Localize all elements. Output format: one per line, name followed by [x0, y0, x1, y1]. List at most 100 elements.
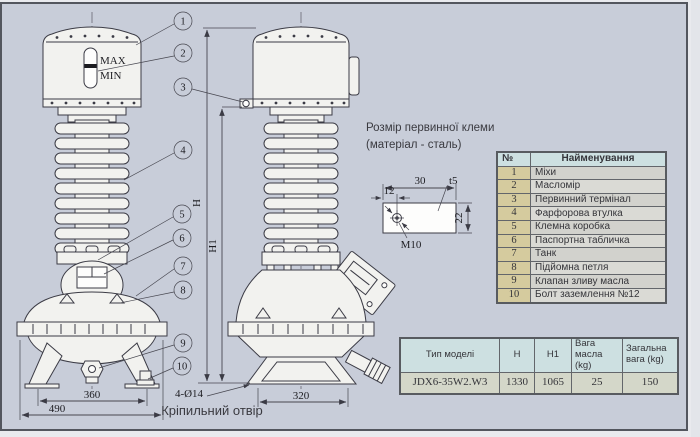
clamp-note-line1: Розмір первинної клеми [366, 122, 494, 134]
bellows-housing [252, 26, 350, 108]
clamp-thread-label: M10 [401, 239, 422, 251]
col-header-oil-weight: Вага масла (kg) [571, 337, 623, 373]
col-header-num: № [496, 151, 531, 167]
clamp-note-line2: (матеріал - сталь) [366, 139, 462, 151]
primary-terminal [239, 98, 254, 109]
svg-text:2: 2 [180, 49, 185, 60]
oil-gauge: MAX MIN [83, 47, 126, 89]
bolt-dots-top [55, 34, 129, 39]
dim-H1-label: H1 [207, 239, 219, 252]
part-num: 3 [496, 192, 531, 208]
mount-holes-label: 4-Ø14 [175, 388, 204, 400]
col-header-h: H [499, 337, 535, 373]
lifting-loop [255, 307, 271, 319]
table-row: JDX6-35W2.W3 1330 1065 25 150 [399, 371, 679, 395]
part-num: 10 [496, 287, 531, 304]
part-num: 9 [496, 274, 531, 289]
h1-value: 1065 [534, 371, 572, 395]
tank [16, 291, 168, 389]
callout-8: 8 [173, 280, 193, 300]
part-name: Масломір [530, 179, 667, 194]
part-name: Танк [530, 247, 667, 262]
front-view: MAX MIN [16, 12, 168, 393]
clamp-width-label: 30 [415, 175, 427, 187]
part-name: Фарфорова втулка [530, 206, 667, 221]
part-name: Міхи [530, 165, 667, 181]
bolt-dots-bottom [50, 101, 136, 105]
dim-320-label: 320 [293, 390, 310, 402]
insulator-flange [56, 245, 128, 265]
dim-360-label: 360 [84, 389, 101, 401]
part-name: Первинний термінал [530, 192, 667, 208]
base-skirt [246, 356, 358, 385]
h-value: 1330 [499, 371, 535, 395]
clamp-thickness-label: t5 [449, 175, 458, 187]
total-weight-value: 150 [622, 371, 679, 395]
svg-text:7: 7 [180, 262, 185, 273]
svg-text:4: 4 [180, 146, 186, 157]
clamp-detail: Розмір первинної клеми (матеріал - сталь… [366, 122, 494, 251]
col-header-model: Тип моделі [399, 337, 500, 373]
bolt-dots [260, 34, 346, 105]
part-num: 6 [496, 233, 531, 249]
callouts: 1 2 3 4 5 6 7 8 9 10 [97, 11, 244, 380]
page-edge-strip [691, 0, 700, 437]
svg-text:5: 5 [179, 210, 184, 221]
parts-table-header: № Найменування [496, 151, 667, 167]
svg-text:8: 8 [180, 286, 185, 297]
side-view [227, 12, 396, 393]
porcelain-insulator [54, 119, 130, 261]
part-num: 2 [496, 179, 531, 194]
col-header-total-weight: Загальна вага (kg) [622, 337, 679, 373]
callout-5: 5 [172, 204, 192, 224]
callout-6: 6 [172, 228, 192, 248]
model-type-value: JDX6-35W2.W3 [399, 371, 500, 395]
housing-side-tab [348, 56, 360, 96]
dim-490-label: 490 [49, 403, 66, 415]
lifting-loop-left [58, 293, 76, 304]
drain-valve [344, 349, 391, 385]
part-name: Паспортна табличка [530, 233, 667, 249]
mount-hole-caption: Кріпильний отвір [161, 403, 263, 418]
svg-text:6: 6 [179, 234, 184, 245]
porcelain-insulator [263, 119, 339, 261]
clamp-offset-label: 12 [384, 185, 395, 197]
part-num: 8 [496, 260, 531, 276]
lifting-loop-right [108, 293, 126, 304]
part-name: Болт заземлення №12 [530, 287, 667, 304]
callout-9: 9 [173, 333, 193, 353]
model-table-header: Тип моделі H H1 Вага масла (kg) Загальна… [399, 337, 679, 373]
gauge-min-label: MIN [100, 70, 121, 82]
dimension-lines: H H1 360 490 320 4-Ø14 Кріпильний отвір [19, 27, 349, 420]
clamp-height-label: 22 [453, 213, 465, 224]
gauge-max-label: MAX [100, 55, 126, 67]
part-num: 5 [496, 219, 531, 235]
callout-10: 10 [172, 356, 192, 376]
foot-left [24, 383, 60, 389]
svg-text:9: 9 [180, 339, 185, 350]
lifting-loop [331, 307, 347, 319]
part-num: 1 [496, 165, 531, 181]
svg-text:3: 3 [180, 83, 185, 94]
part-name: Клапан зливу масла [530, 274, 667, 289]
grounding-bolt [136, 370, 155, 386]
nameplate [76, 266, 108, 289]
callout-1: 1 [173, 11, 193, 31]
model-spec-table: Тип моделі H H1 Вага масла (kg) Загальна… [399, 337, 679, 395]
part-name: Клемна коробка [530, 219, 667, 235]
callout-3: 3 [173, 77, 193, 97]
part-num: 7 [496, 247, 531, 262]
